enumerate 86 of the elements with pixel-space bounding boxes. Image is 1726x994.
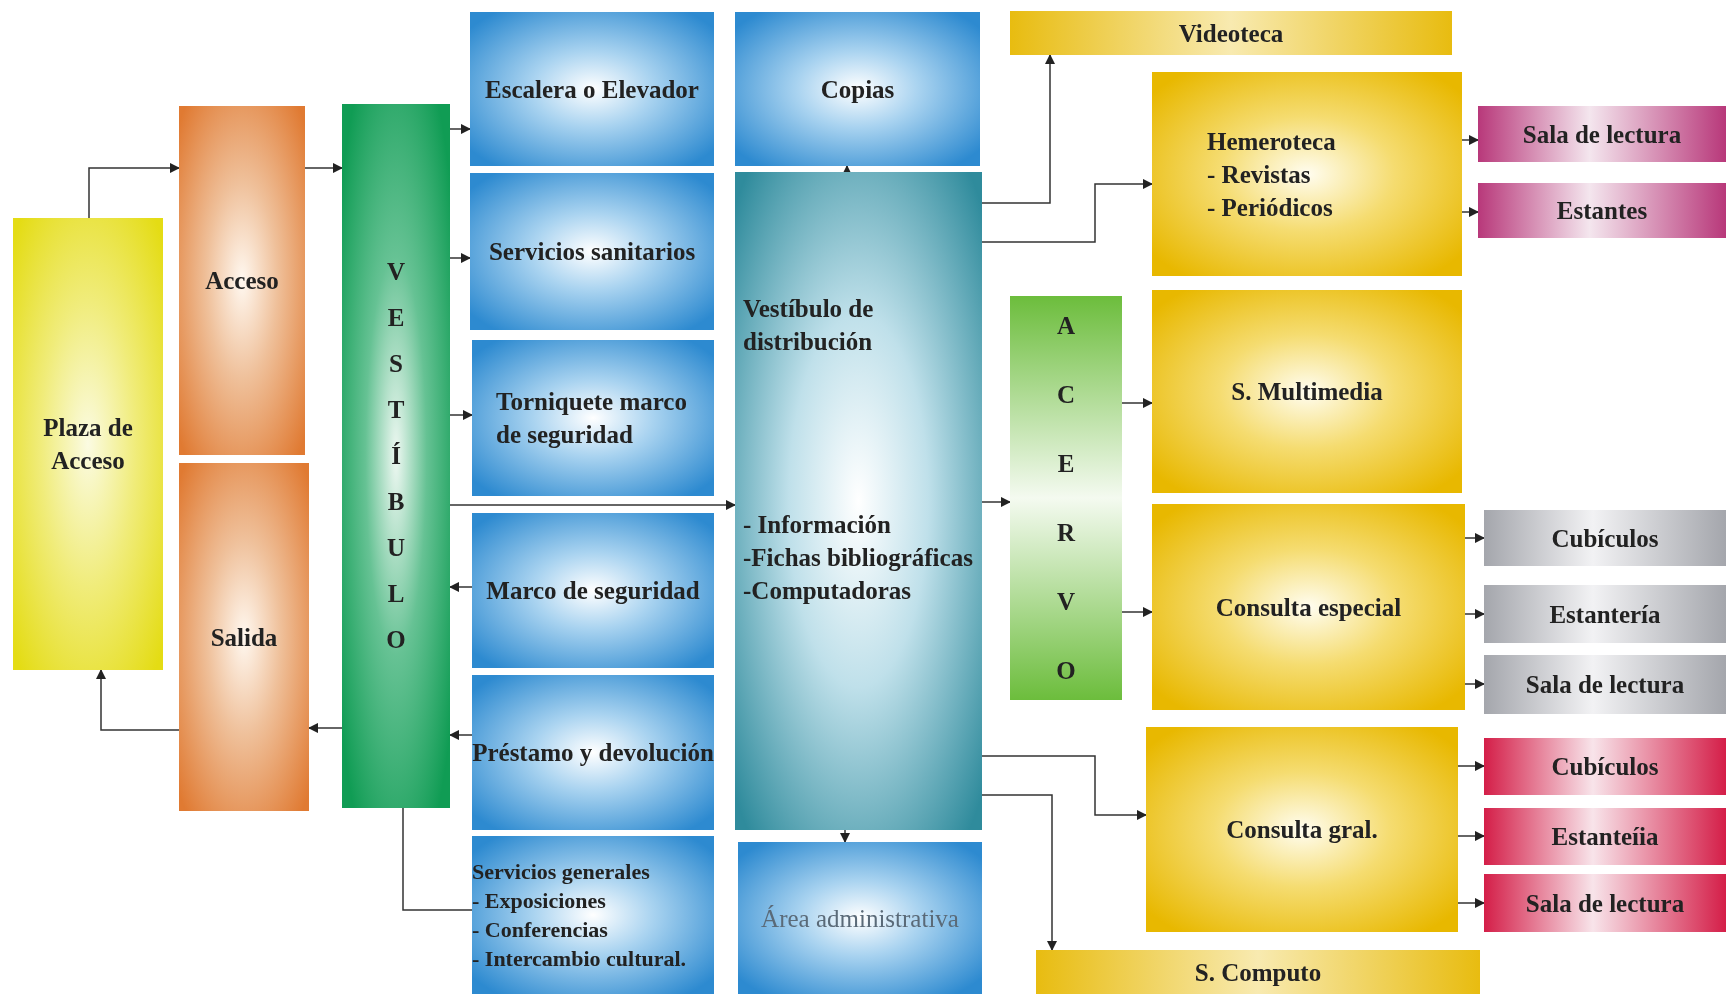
room-box <box>1484 874 1726 932</box>
process-box <box>735 12 980 166</box>
node-label: Acceso <box>205 266 279 296</box>
room-box <box>1484 738 1726 795</box>
node-label: S. Multimedia <box>1231 377 1383 407</box>
arrow <box>88 162 181 219</box>
node-label: Copias <box>820 74 895 105</box>
node-label: Sala de lectura <box>1525 888 1685 919</box>
room-box <box>1484 808 1726 865</box>
access-box <box>179 106 305 455</box>
arrow <box>1457 760 1486 772</box>
room-box <box>1484 510 1726 566</box>
node-label: - Periódicos <box>1207 192 1334 223</box>
arrow <box>981 794 1058 952</box>
arrow <box>1464 608 1486 620</box>
exit-box <box>179 463 309 811</box>
arrow <box>839 829 851 844</box>
arrow <box>449 252 472 264</box>
process-box <box>472 340 714 496</box>
node-label: - Exposiciones <box>472 887 607 915</box>
arrow <box>1121 397 1154 409</box>
node-label: Cubículos <box>1551 752 1659 782</box>
process-box <box>472 836 714 994</box>
node-label: Sala de lectura <box>1525 670 1685 700</box>
arrow <box>449 409 474 421</box>
arrow <box>1461 206 1480 218</box>
room-box <box>1152 72 1462 276</box>
room-box <box>1484 585 1726 643</box>
node-label: Hemeroteca <box>1207 126 1337 157</box>
arrow <box>1121 606 1154 618</box>
arrow <box>981 496 1012 508</box>
node-label: Marco de seguridad <box>486 576 700 606</box>
node-label: Torniquete marco de seguridad <box>496 387 688 450</box>
arrow <box>1457 897 1486 909</box>
arrow <box>1457 830 1486 842</box>
node-label: Vestíbulo de distribución <box>743 294 875 357</box>
arrow <box>449 123 472 135</box>
process-box <box>470 173 714 330</box>
arrow <box>1464 678 1486 690</box>
node-label: Escalera o Elevador <box>485 74 699 105</box>
lobby-bar <box>342 104 450 808</box>
arrow <box>1464 532 1486 544</box>
node-label: Videoteca <box>1178 18 1284 49</box>
node-label: Salida <box>210 622 278 653</box>
arrow <box>449 499 737 511</box>
node-label: - Intercambio cultural. <box>472 945 688 973</box>
node-label: -Fichas bibliográficas <box>743 543 974 573</box>
node-label: - Revistas <box>1207 159 1312 190</box>
node-label: Plaza de Acceso <box>42 413 134 476</box>
room-box <box>1484 655 1726 714</box>
node-label: Estantes <box>1556 196 1648 226</box>
hall-box <box>735 172 982 830</box>
process-box <box>472 513 714 668</box>
node-label: ACERVO <box>1056 311 1076 686</box>
arrow <box>304 162 344 174</box>
area-box <box>13 218 163 670</box>
node-label: Consulta especial <box>1215 592 1402 623</box>
arrow <box>95 668 180 731</box>
node-label: -Computadoras <box>743 576 913 606</box>
arrow <box>981 755 1148 821</box>
room-bar <box>1036 950 1480 994</box>
node-label: Préstamo y devolución <box>472 738 714 768</box>
room-bar <box>1010 11 1452 55</box>
node-label: - Información <box>743 510 892 540</box>
process-box <box>738 842 982 994</box>
arrow <box>1461 134 1480 146</box>
node-label: Consulta gral. <box>1226 815 1378 845</box>
arrow <box>981 178 1154 243</box>
node-label: Servicios generales <box>472 858 651 886</box>
node-label: Servicios sanitarios <box>488 237 696 267</box>
process-box <box>470 12 714 166</box>
room-box <box>1478 183 1726 238</box>
collection-bar <box>1010 296 1122 700</box>
node-label: VESTÍBULO <box>386 257 406 655</box>
node-label: Cubículos <box>1551 523 1659 554</box>
node-label: - Conferencias <box>472 916 609 944</box>
process-box <box>472 675 714 830</box>
room-box <box>1152 290 1462 493</box>
arrow <box>981 53 1056 204</box>
room-box <box>1152 504 1465 710</box>
room-box <box>1478 106 1726 162</box>
node-label: Estantería <box>1549 599 1661 630</box>
node-label: Estanteíia <box>1551 822 1659 852</box>
node-label: S. Computo <box>1194 957 1322 988</box>
room-box <box>1146 727 1458 932</box>
node-label: Sala de lectura <box>1522 119 1682 150</box>
